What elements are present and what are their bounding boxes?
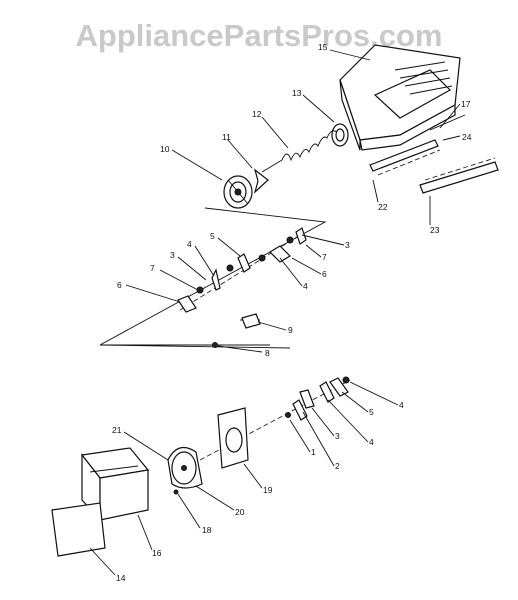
callout-12: 12 (252, 109, 262, 119)
center-shaft-dashed (179, 234, 301, 311)
callout-8: 8 (265, 348, 270, 358)
housing-part-20 (167, 446, 203, 489)
callout-19: 19 (263, 485, 273, 495)
zigzag-line-lower (99, 344, 291, 349)
middle-assembly-parts (177, 227, 307, 348)
callout-4-center: 4 (303, 281, 308, 291)
callout-13: 13 (292, 88, 302, 98)
callout-5-lower: 5 (369, 407, 374, 417)
callout-5-upper: 5 (210, 231, 215, 241)
callout-6-left: 6 (117, 280, 122, 290)
callout-4-lower: 4 (369, 437, 374, 447)
screw-part-18 (173, 489, 179, 495)
auger-spring-part-12 (281, 130, 338, 162)
callout-3-upper: 3 (345, 240, 350, 250)
callout-11: 11 (222, 132, 231, 142)
callout-17: 17 (461, 99, 471, 109)
ice-bucket-part-15 (339, 44, 461, 151)
rail-strip-part-17 (429, 114, 466, 131)
auger-drive-part-10 (223, 175, 253, 209)
callout-23: 23 (430, 225, 440, 235)
callout-leaders (89, 49, 461, 576)
auger-ring-part-13 (331, 123, 349, 147)
callout-7-left: 7 (150, 263, 155, 273)
lower-assembly-parts (285, 376, 350, 421)
callout-10: 10 (160, 144, 170, 154)
callout-9: 9 (288, 325, 293, 335)
zigzag-line-upper (99, 207, 327, 346)
callout-3-lower: 3 (335, 431, 340, 441)
callout-7-right: 7 (322, 252, 327, 262)
callout-24: 24 (462, 132, 472, 142)
rail-part-22 (369, 139, 441, 176)
callout-22: 22 (378, 202, 388, 212)
crusher-blade-part-11 (253, 168, 269, 194)
drawer-part-16 (80, 447, 150, 522)
callout-2: 2 (335, 461, 340, 471)
callout-4-lower-right: 4 (399, 400, 404, 410)
callout-20: 20 (235, 507, 245, 517)
callout-6-right: 6 (322, 269, 327, 279)
callout-15: 15 (318, 42, 328, 52)
callout-labels: 15 13 12 11 10 17 24 22 23 3 7 6 4 5 4 3… (112, 42, 472, 583)
callout-1: 1 (311, 447, 316, 457)
callout-4-upper: 4 (187, 239, 192, 249)
callout-16: 16 (152, 548, 162, 558)
callout-14: 14 (116, 573, 126, 583)
callout-21: 21 (112, 425, 122, 435)
rail-part-23 (419, 157, 499, 194)
callout-18: 18 (202, 525, 212, 535)
callout-3-left: 3 (170, 250, 175, 260)
panel-part-14 (51, 502, 106, 557)
